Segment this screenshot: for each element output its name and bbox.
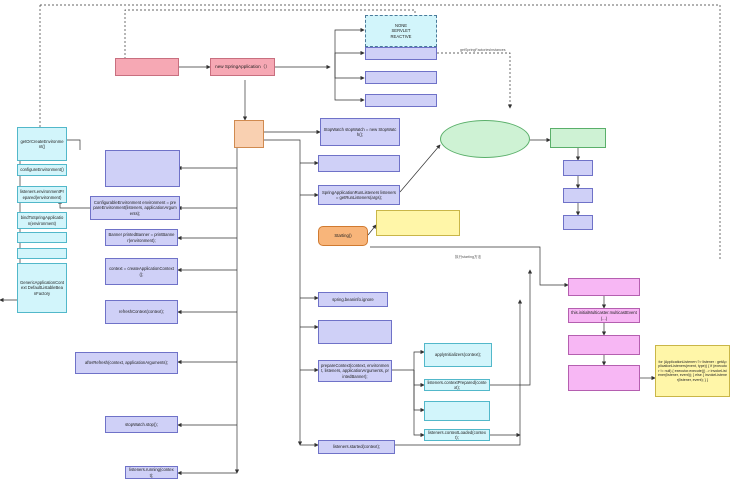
node-exception-reporters — [318, 320, 392, 344]
node-main-class — [365, 94, 437, 107]
node-listeners-started: listeners.started(context); — [318, 440, 395, 454]
node-print-banner: Banner printedBanner = printBanner(envir… — [105, 229, 178, 246]
node-headless — [318, 155, 400, 172]
node-stopwatch-stop: stopWatch.stop(); — [105, 416, 178, 433]
node-stopwatch: StopWatch stopWatch = new StopWatch(); — [320, 118, 400, 146]
node-new-spring-application: new SpringApplication（） — [210, 58, 275, 76]
node-spring-factories — [550, 128, 606, 148]
label-factories: getSpringFactoriesInstances — [460, 48, 506, 52]
node-listeners-running: listeners.running(context); — [125, 466, 178, 479]
node-multicast: this.initialMulticaster.multicastEvent(.… — [568, 308, 640, 323]
node-after-refresh: afterRefresh(context, applicationArgumen… — [75, 352, 178, 374]
node-create-context: context = createApplicationContext(); — [105, 258, 178, 285]
node-beaninfo-ignore: spring.beaninfo.ignore — [318, 292, 388, 307]
node-apply-initializers: applyInitializers(context); — [424, 343, 492, 367]
node-starting-note — [376, 210, 460, 236]
node-refresh-context: refreshContext(context); — [105, 300, 178, 324]
node-get-listeners — [568, 278, 640, 296]
node-context-loaded: listeners.contextLoaded(context); — [424, 429, 490, 441]
node-create-listeners — [563, 188, 593, 203]
label-reactive: REACTIVE — [390, 33, 412, 39]
label-starting: 执行starting方法 — [455, 255, 482, 259]
node-environment-prepared: listeners.environmentPrepared(environmen… — [17, 186, 67, 203]
label-servlet: SERVLET — [391, 28, 411, 34]
node-get-listeners-right — [563, 160, 593, 176]
node-resolve-listeners — [568, 335, 640, 355]
node-code-snippet: for (ApplicationListener<?> listener : g… — [655, 345, 730, 397]
label-none: NONE — [394, 23, 408, 29]
node-generic-context: GenericApplicationContext DefaultListabl… — [17, 263, 67, 313]
node-listener-ellipse — [440, 120, 530, 158]
node-prepare-environment — [105, 150, 180, 187]
node-sort-listeners — [563, 215, 593, 230]
node-listeners-set — [365, 71, 437, 84]
node-bind-to-application: bindToSpringApplication(environment) — [17, 212, 67, 229]
node-attach-sources — [17, 248, 67, 259]
node-initializers — [365, 47, 437, 60]
node-run-method — [234, 120, 264, 148]
node-invoke-listener — [568, 365, 640, 391]
node-web-app-type: NONE SERVLET REACTIVE — [365, 15, 437, 47]
node-get-run-listeners: SpringApplicationRunListeners listeners … — [318, 185, 400, 205]
node-load-sources — [424, 401, 490, 421]
node-get-or-create-environment: getOrCreateEnvironment() — [17, 127, 67, 161]
node-starting: Starting() — [318, 226, 368, 246]
node-convert-environment — [17, 232, 67, 243]
node-configure-environment: configureEnvironment() — [17, 164, 67, 176]
node-prepare-context: prepareContext(context, environment, lis… — [318, 360, 392, 382]
node-main-method — [115, 58, 179, 76]
node-context-prepared: listeners.contextPrepared(context); — [424, 379, 490, 391]
node-configurable-environment: ConfigurableEnvironment environment = pr… — [90, 196, 180, 220]
